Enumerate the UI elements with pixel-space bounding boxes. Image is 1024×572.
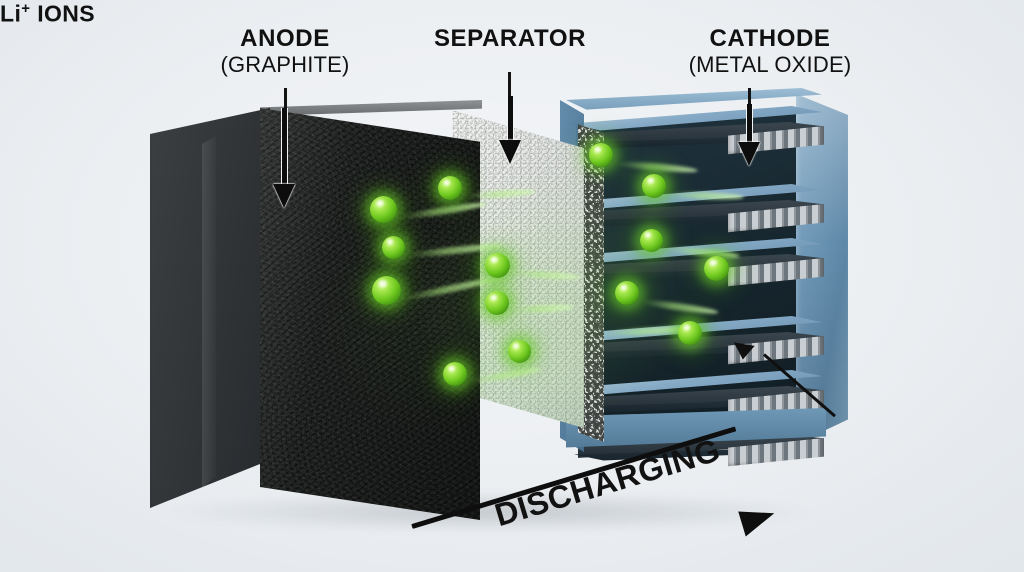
ion-trail <box>399 200 488 221</box>
lithium-ion <box>615 281 639 305</box>
ion-trail <box>509 269 581 281</box>
label-li-ions-suffix: IONS <box>30 0 96 27</box>
lithium-ion <box>639 228 663 252</box>
lithium-ion <box>371 275 401 305</box>
ion-trail <box>509 303 575 314</box>
lithium-ion <box>678 321 702 345</box>
lithium-ion <box>703 255 729 281</box>
label-separator: SEPARATOR <box>380 25 640 53</box>
lithium-ion <box>369 195 397 223</box>
leader-stem-anode <box>284 88 287 122</box>
label-cathode-subtitle: (METAL OXIDE) <box>688 51 852 77</box>
lithium-ion <box>443 362 467 386</box>
label-cathode-title: CATHODE <box>709 25 831 52</box>
discharging-direction-arrow: DISCHARGING <box>404 414 779 537</box>
discharging-label: DISCHARGING <box>490 431 725 534</box>
ion-trail <box>465 188 537 200</box>
ion-trail <box>640 298 719 316</box>
ion-trail <box>615 160 698 175</box>
ion-trail <box>667 191 745 201</box>
discharging-arrow-head-icon <box>738 501 779 537</box>
ion-trail <box>469 365 542 385</box>
label-anode-subtitle: (GRAPHITE) <box>220 51 350 77</box>
ground-shadow <box>170 492 810 532</box>
label-separator-title: SEPARATOR <box>433 25 587 52</box>
lithium-ion <box>642 174 666 198</box>
lithium-ion <box>438 176 462 200</box>
label-li-ions-superscript: + <box>21 0 31 17</box>
ion-trail <box>665 245 740 260</box>
leader-stem-separator <box>508 72 511 108</box>
label-cathode: CATHODE (METAL OXIDE) <box>640 25 900 78</box>
label-li-ions: Li+ IONS <box>0 0 1024 28</box>
leader-stem-cathode <box>748 88 751 118</box>
label-anode-title: ANODE <box>240 25 330 52</box>
leader-line-li-ions-icon <box>729 334 840 423</box>
lithium-ion <box>485 291 509 315</box>
lithium-ion <box>507 339 531 363</box>
lithium-ion <box>484 252 510 278</box>
lithium-ion <box>589 143 613 167</box>
lithium-ion <box>381 235 405 259</box>
label-anode: ANODE (GRAPHITE) <box>155 25 415 78</box>
label-li-ions-prefix: Li <box>0 0 22 27</box>
anode-side-face <box>150 108 270 508</box>
